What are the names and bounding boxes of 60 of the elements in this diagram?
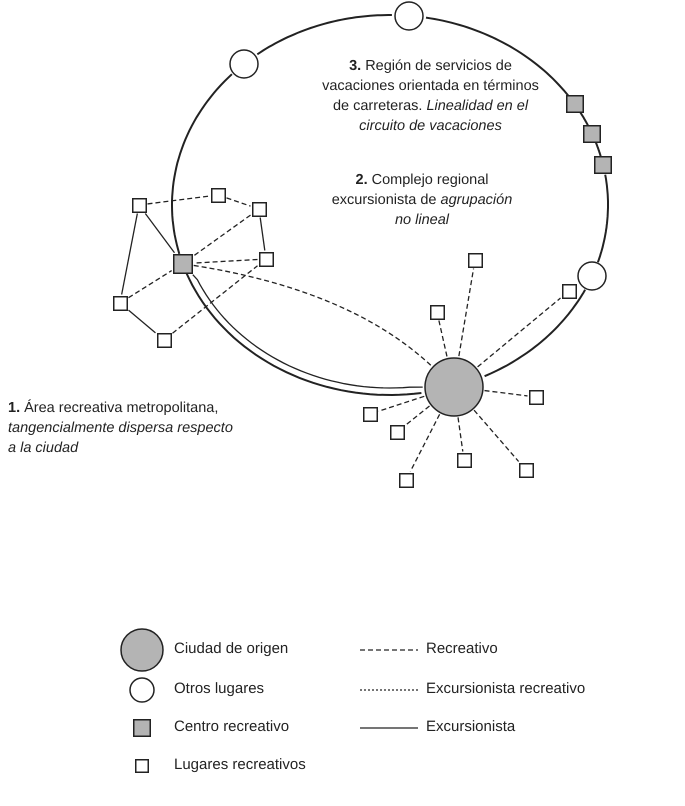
dashed-line (457, 417, 464, 452)
region-description: 1. Área recreativa metropolitana, tangencialmente dispersa respecto a la ciudad (8, 398, 234, 458)
dashed-line (147, 195, 210, 205)
region-description: 3. Región de servicios de vacaciones orientada en términos de carreteras. Linealidad en el circuito de vacaciones (321, 57, 540, 136)
dashed-line (128, 270, 172, 298)
site-square (390, 424, 404, 440)
recreation-center-square (583, 124, 602, 143)
site-square (210, 188, 226, 202)
legend-label: Centro recreativo (174, 718, 290, 735)
dashed-line (474, 410, 520, 462)
dashed-line (378, 396, 424, 412)
site-square (430, 304, 444, 320)
connector-line (596, 174, 609, 263)
site-square (156, 332, 172, 348)
site-square (112, 296, 128, 310)
site-square (456, 452, 472, 468)
connector-line (260, 217, 266, 251)
legend-label: Excursionista recreativo (426, 680, 586, 697)
site-square (252, 202, 266, 216)
place-circle (229, 48, 260, 79)
connector-line (594, 142, 602, 158)
legend-label: Ciudad de origen (174, 640, 288, 657)
recreation-center-square (594, 156, 612, 174)
legend-label: Otros lugares (174, 680, 264, 697)
dashed-line (438, 320, 448, 357)
legend-label: Recreativo (426, 640, 498, 657)
dashed-line (193, 214, 251, 256)
site-square (132, 198, 146, 212)
site-square (362, 406, 378, 422)
dashed-line (194, 258, 258, 264)
dashed-line (226, 197, 251, 207)
connector-line (171, 73, 233, 254)
site-square (468, 252, 482, 268)
dashed-line (477, 298, 561, 368)
connector-line (484, 289, 586, 378)
dashed-line (458, 268, 474, 356)
dashed-line (405, 406, 430, 426)
connector-line (426, 16, 570, 98)
recreation-center-square (172, 254, 193, 274)
dashed-line (484, 390, 528, 397)
connector-line (128, 310, 156, 334)
site-square (258, 252, 274, 266)
site-square (528, 390, 544, 404)
city-circle (424, 356, 484, 417)
connector-line (579, 112, 589, 126)
place-circle (394, 0, 424, 31)
dashed-line (194, 264, 432, 366)
connector-line (121, 213, 138, 295)
connector-line (256, 14, 392, 56)
legend-label: Excursionista (426, 718, 516, 735)
legend-label: Lugares recreativos (174, 756, 306, 773)
site-square (518, 462, 534, 478)
place-circle (577, 261, 608, 292)
site-square (398, 472, 414, 488)
dashed-line (410, 414, 440, 472)
dashed-line (172, 265, 258, 334)
connector-line (144, 213, 176, 254)
site-square (562, 284, 576, 298)
region-description: 2. Complejo regional excursionista de agrupación no lineal (330, 171, 514, 230)
recreation-center-square (566, 95, 584, 114)
